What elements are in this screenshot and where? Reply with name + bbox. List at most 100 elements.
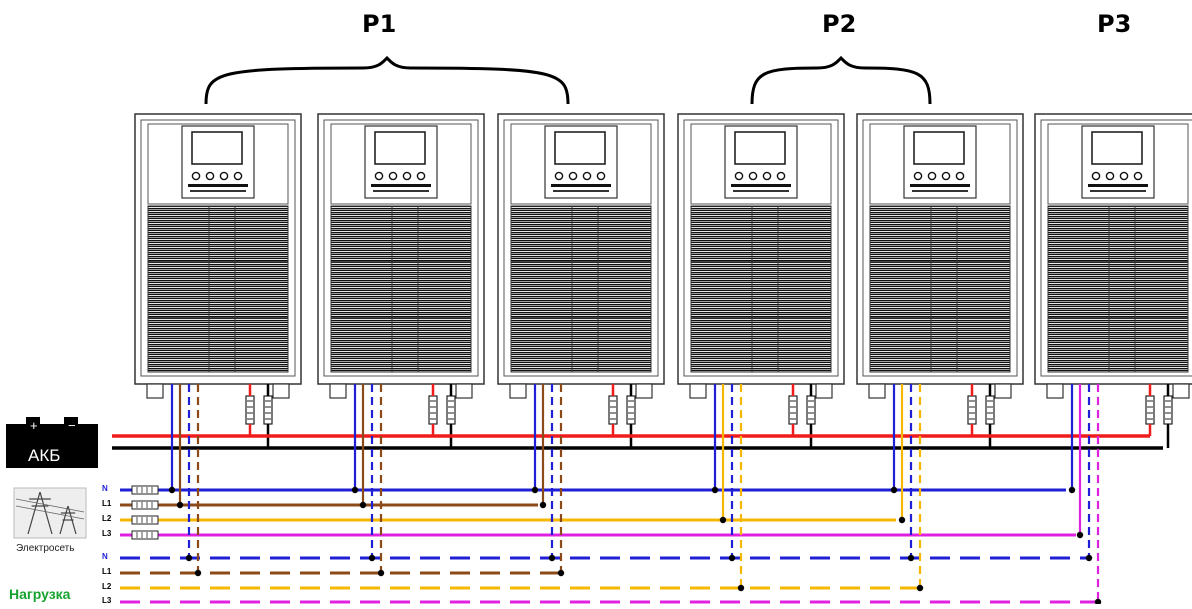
cabinet-foot <box>868 383 886 399</box>
junction-dot <box>890 486 898 494</box>
junction-dot <box>1085 554 1093 562</box>
junction-dot <box>711 486 719 494</box>
inverter-unit-2 <box>317 113 485 448</box>
grid-caption: Электросеть <box>16 543 75 554</box>
lcd-screen <box>913 131 965 165</box>
panel-strip <box>910 184 970 187</box>
junction-dot <box>194 569 202 577</box>
group-label-p1: P1 <box>362 10 397 38</box>
battery-fuse <box>1145 395 1155 425</box>
battery-minus-sign: − <box>68 418 76 433</box>
lcd-screen <box>191 131 243 165</box>
junction-dot <box>351 486 359 494</box>
lcd-screen <box>374 131 426 165</box>
inverter-unit-3 <box>497 113 665 448</box>
panel-button <box>734 171 744 181</box>
output-line-label-l3: L3 <box>102 596 112 605</box>
battery-fuse <box>608 395 618 425</box>
group-braces <box>204 55 932 105</box>
panel-button <box>554 171 564 181</box>
battery-fuse <box>788 395 798 425</box>
battery-fuse <box>245 395 255 425</box>
input-line-label-l2: L2 <box>102 514 112 523</box>
battery-label: АКБ <box>28 446 61 465</box>
group-brace-p2 <box>750 55 932 105</box>
cabinet-foot <box>635 383 653 399</box>
panel-button <box>776 171 786 181</box>
panel-button <box>402 171 412 181</box>
input-breaker <box>131 530 159 540</box>
panel-strip <box>373 190 429 192</box>
panel-button <box>596 171 606 181</box>
junction-dot <box>898 516 906 524</box>
junction-dot <box>548 554 556 562</box>
cabinet-foot <box>509 383 527 399</box>
panel-button <box>568 171 578 181</box>
panel-button <box>762 171 772 181</box>
junction-dot <box>907 554 915 562</box>
panel-strip <box>190 190 246 192</box>
junction-dot <box>1068 486 1076 494</box>
battery-terminal <box>64 417 78 424</box>
battery-fuse <box>446 395 456 425</box>
junction-dot <box>168 486 176 494</box>
panel-strip <box>731 184 791 187</box>
battery-fuse <box>263 395 273 425</box>
group-label-p2: P2 <box>822 10 857 38</box>
junction-dot <box>359 501 367 509</box>
junction-dot <box>719 516 727 524</box>
panel-strip <box>188 184 248 187</box>
vent-grille <box>869 205 1011 373</box>
cabinet-foot <box>689 383 707 399</box>
cabinet-foot <box>329 383 347 399</box>
wires <box>112 384 1163 606</box>
panel-strip <box>1088 184 1148 187</box>
panel-button <box>941 171 951 181</box>
group-brace-p1 <box>204 55 570 105</box>
junction-dot <box>539 501 547 509</box>
vent-grille <box>147 205 289 373</box>
vent-grille <box>330 205 472 373</box>
vent-grille <box>510 205 652 373</box>
panel-button <box>219 171 229 181</box>
load-caption: Нагрузка <box>9 586 71 602</box>
battery-fuse <box>1163 395 1173 425</box>
panel-button <box>913 171 923 181</box>
panel-button <box>191 171 201 181</box>
inverter-frame <box>1040 119 1192 377</box>
cabinet-foot <box>146 383 164 399</box>
panel-strip <box>553 190 609 192</box>
input-line-label-l3: L3 <box>102 529 112 538</box>
battery-fuse <box>428 395 438 425</box>
panel-button <box>374 171 384 181</box>
junction-dot <box>728 554 736 562</box>
output-line-label-l2: L2 <box>102 582 112 591</box>
junction-dot <box>1094 598 1102 606</box>
junction-dot <box>1076 531 1084 539</box>
panel-button <box>416 171 426 181</box>
inverter-unit-6 <box>1034 113 1192 448</box>
lcd-screen <box>1091 131 1143 165</box>
inverter-frame <box>323 119 479 377</box>
cabinet-foot <box>1172 383 1190 399</box>
panel-button <box>205 171 215 181</box>
panel-button <box>1091 171 1101 181</box>
transmission-tower-icon <box>13 487 87 539</box>
power-wire <box>15 505 85 520</box>
junction-dot <box>737 584 745 592</box>
inverter-frame <box>683 119 839 377</box>
battery-plus-sign: + <box>30 418 38 433</box>
junction-dot <box>377 569 385 577</box>
icons <box>6 417 98 539</box>
battery-fuse <box>806 395 816 425</box>
panel-button <box>582 171 592 181</box>
junction-dot <box>368 554 376 562</box>
junction-dot <box>176 501 184 509</box>
cabinet-foot <box>455 383 473 399</box>
inverter-units <box>134 113 1192 448</box>
panel-strip <box>551 184 611 187</box>
panel-strip <box>371 184 431 187</box>
inverter-unit-5 <box>856 113 1024 448</box>
vent-grille <box>1047 205 1189 373</box>
